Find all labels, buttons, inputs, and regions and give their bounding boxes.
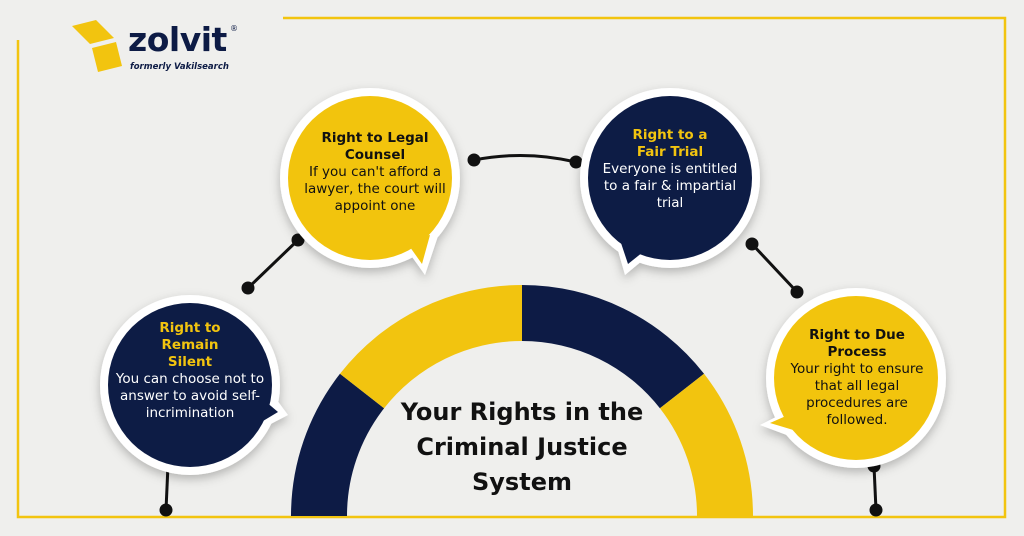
page-title: Your Rights in the Criminal Justice Syst…	[400, 398, 644, 496]
right-heading: Right to Due Process	[809, 327, 905, 360]
connector-dot	[745, 237, 759, 251]
right-legal-counsel: Right to Legal Counsel If you can't affo…	[300, 130, 450, 215]
right-fair-trial: Right to a Fair Trial Everyone is entitl…	[600, 127, 740, 212]
arc-segment-2	[339, 285, 522, 409]
connectors	[159, 153, 883, 517]
connector-line	[473, 153, 577, 164]
right-due-process: Right to Due Process Your right to ensur…	[782, 327, 932, 429]
bubble-legal-counsel	[280, 88, 460, 275]
bubble-remain-silent	[100, 295, 288, 475]
logo-mark-icon	[72, 20, 122, 72]
right-heading: Right to a Fair Trial	[632, 127, 708, 160]
brand-name: zolvit	[128, 20, 227, 59]
connector-dot	[869, 503, 883, 517]
right-body: Everyone is entitled to a fair & imparti…	[602, 161, 738, 211]
arc-segment-4	[659, 373, 753, 516]
bubble-due-process	[760, 288, 946, 468]
arc-segment-3	[522, 285, 705, 409]
connector-line	[164, 464, 170, 511]
right-body: If you can't afford a lawyer, the court …	[304, 164, 446, 214]
connector-dot	[291, 233, 305, 247]
connector-line	[750, 242, 799, 294]
connector-dot	[569, 155, 583, 169]
connector-dot	[159, 503, 173, 517]
connector-line	[246, 238, 300, 290]
connector-line	[872, 465, 878, 511]
right-body: You can choose not to answer to avoid se…	[115, 371, 265, 421]
right-heading: Right to Remain Silent	[159, 320, 221, 370]
arc-segment-1	[291, 373, 385, 516]
bubble-fair-trial	[580, 88, 760, 275]
connector-dot	[467, 153, 481, 167]
connector-dot	[790, 285, 804, 299]
frame	[16, 16, 1007, 519]
right-heading: Right to Legal Counsel	[321, 130, 429, 163]
registered-mark: ®	[230, 24, 238, 33]
zolvit-logo: zolvit ® formerly Vakilsearch	[70, 18, 238, 78]
connector-dot	[241, 281, 255, 295]
right-body: Your right to ensure that all legal proc…	[790, 361, 924, 428]
arc-gauge	[291, 285, 753, 516]
brand-tagline: formerly Vakilsearch	[130, 62, 229, 72]
right-remain-silent: Right to Remain Silent You can choose no…	[115, 320, 265, 422]
